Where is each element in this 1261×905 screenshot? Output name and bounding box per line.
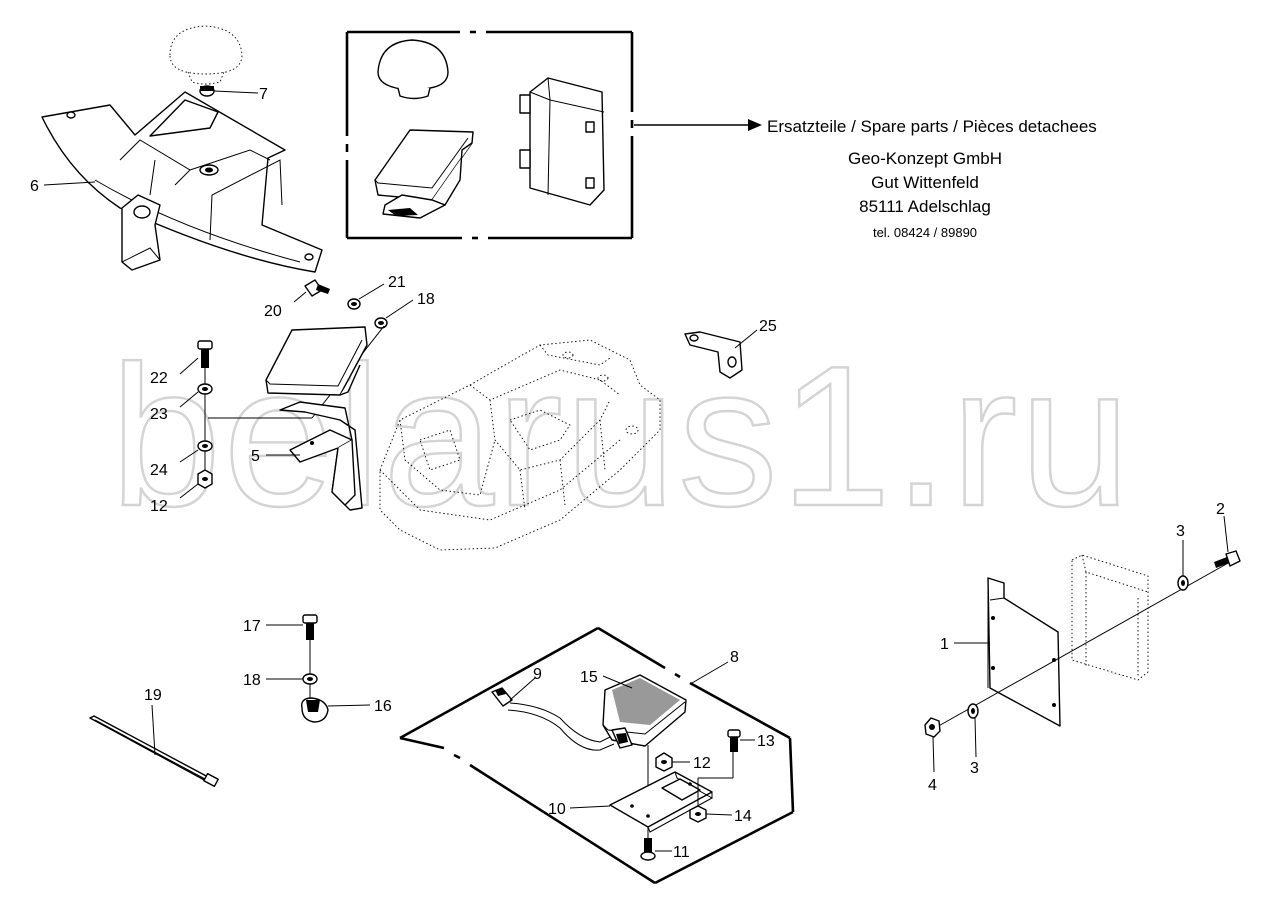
screw-11 (640, 838, 672, 861)
display-unit-in-box (374, 129, 474, 219)
arrow-to-spare-parts (634, 119, 762, 131)
company-city: 85111 Adelschlag (859, 197, 991, 216)
dashed-outline-8 (399, 626, 795, 885)
callout-8: 8 (730, 649, 739, 666)
callout-18-lower: 18 (243, 672, 261, 689)
mount-bracket-6 (41, 91, 323, 273)
callout-18-upper: 18 (417, 291, 435, 308)
cap-dotted (169, 25, 243, 85)
callout-20: 20 (264, 303, 282, 320)
company-phone: tel. 08424 / 89890 (873, 225, 977, 240)
nut-12-lower (655, 752, 690, 772)
callout-10: 10 (548, 801, 566, 818)
callout-24: 24 (150, 462, 168, 479)
callout-14: 14 (734, 808, 752, 825)
callout-16: 16 (374, 698, 392, 715)
callout-12-lower: 12 (693, 755, 711, 772)
cable-tie-19 (89, 704, 219, 788)
leader-8 (691, 661, 729, 684)
spare-parts-heading: Ersatzteile / Spare parts / Pièces detac… (767, 117, 1097, 136)
mounting-plate-1 (987, 577, 1061, 727)
callout-22: 22 (150, 370, 168, 387)
washer-3-lower (967, 703, 979, 758)
company-street: Gut Wittenfeld (871, 173, 979, 192)
screw-2 (1214, 515, 1241, 568)
display-holder-5 (208, 325, 385, 511)
nut-14 (689, 777, 733, 823)
callout-13: 13 (757, 733, 775, 750)
nut-7 (199, 85, 259, 97)
plate-10 (569, 771, 713, 833)
callout-21: 21 (388, 274, 406, 291)
bracket-25 (684, 329, 758, 379)
callout-2: 2 (1216, 501, 1225, 518)
washer-3-upper (1177, 540, 1189, 591)
callout-9: 9 (533, 666, 542, 683)
display-15 (602, 674, 687, 749)
cap-in-box (377, 39, 449, 100)
callout-19: 19 (144, 687, 162, 704)
callout-12-left: 12 (150, 498, 168, 515)
sensor-cable-9 (491, 677, 615, 751)
callout-25: 25 (759, 318, 777, 335)
nut-12-left (179, 469, 213, 499)
screw-20 (293, 279, 330, 303)
callout-11: 11 (673, 844, 690, 861)
washer-18-upper (374, 299, 414, 329)
washer-18-lower (266, 673, 318, 685)
control-box-in-box (519, 77, 605, 206)
nut-4 (924, 717, 941, 773)
washer-23 (179, 383, 213, 408)
leader-6 (43, 181, 96, 186)
callout-5: 5 (251, 448, 260, 465)
callout-3-upper: 3 (1176, 523, 1185, 540)
callout-7: 7 (259, 86, 268, 103)
watermark: belarus1.ru (110, 325, 1133, 548)
spare-parts-box (345, 30, 634, 240)
bolt-17 (266, 614, 318, 640)
callout-3-lower: 3 (970, 760, 979, 777)
callout-15: 15 (580, 669, 598, 686)
callout-17: 17 (243, 618, 261, 635)
tractor-console-dotted (379, 339, 661, 551)
control-box-dotted-right (1071, 554, 1149, 681)
company-name: Geo-Konzept GmbH (848, 149, 1002, 168)
callout-1: 1 (940, 636, 949, 653)
washer-24 (179, 440, 213, 463)
callout-6: 6 (30, 178, 39, 195)
callout-23: 23 (150, 406, 168, 423)
callout-4: 4 (928, 777, 937, 794)
screw-13 (727, 729, 755, 778)
clamp-16 (301, 697, 371, 723)
bolt-22 (179, 340, 213, 375)
washer-21 (347, 283, 385, 310)
